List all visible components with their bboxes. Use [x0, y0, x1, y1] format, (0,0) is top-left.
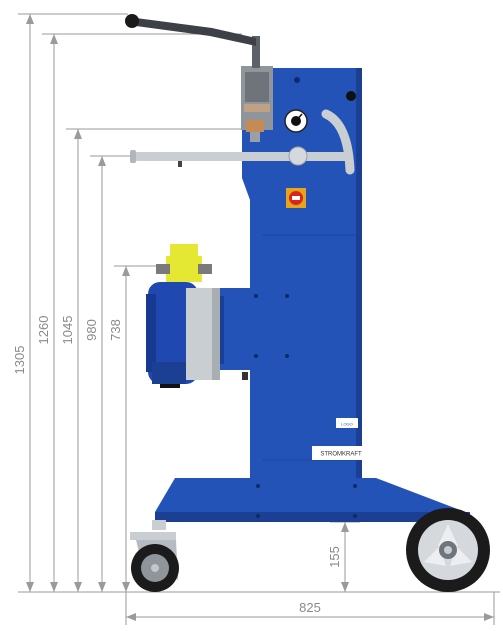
gearbox [214, 288, 296, 370]
dimension-arrows [26, 14, 494, 621]
dim-1045: 1045 [60, 316, 75, 345]
panel-plate-label: STROMKRAFT [312, 446, 370, 460]
panel-plate-text: STROMKRAFT [320, 452, 362, 458]
dim-825: 825 [299, 600, 321, 615]
press-head [241, 36, 273, 142]
dim-1305: 1305 [12, 346, 27, 375]
red-switch-icon [286, 188, 306, 208]
dial-gauge-icon [284, 109, 308, 133]
dim-1260: 1260 [36, 316, 51, 345]
machine-column [242, 68, 362, 478]
handle-knob-icon [125, 14, 139, 28]
dimension-lines [18, 13, 500, 625]
rear-wheel [406, 508, 490, 592]
dim-738: 738 [108, 319, 123, 341]
panel-small-text: LOGO [341, 422, 353, 427]
press-handle [125, 14, 256, 46]
caster-wheel-front [130, 520, 179, 592]
arc-lever [321, 109, 355, 175]
yellow-part [156, 244, 212, 282]
support-arm [130, 146, 348, 167]
machine-base [155, 478, 470, 522]
electric-motor [146, 282, 248, 388]
panel-small-label: LOGO [336, 418, 358, 428]
dim-155: 155 [327, 546, 342, 568]
top-knob-icon [346, 91, 356, 101]
dim-980: 980 [84, 319, 99, 341]
